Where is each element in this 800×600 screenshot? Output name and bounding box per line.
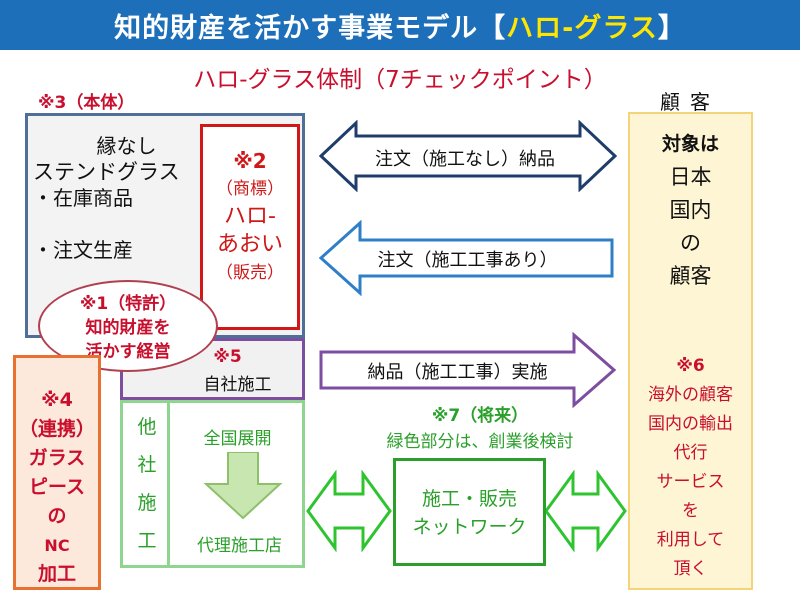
future-label: ※7（将来） [431, 406, 529, 426]
body-line [33, 211, 208, 237]
right-arrow-icon [319, 332, 617, 408]
coop-line: ※4 [41, 389, 73, 411]
customer-bottom-line: 利用して [656, 530, 725, 550]
body-line: ・注文生産 [33, 238, 133, 262]
customer-top-line: 顧客 [669, 264, 712, 288]
coop-line: ピース [28, 476, 86, 498]
customer-top-line: の [680, 231, 701, 255]
body-line: ステンドグラス [33, 160, 180, 184]
coop-line: の [47, 505, 67, 527]
page-title: 知的財産を活かす事業モデル【ハロ-グラス】 [0, 0, 800, 50]
customer-bottom-text: ※6 海外の顧客 国内の輸出 代行 サービス を 利用して 頂く [628, 352, 753, 584]
trademark-line: ※2 [233, 149, 267, 173]
agent-divider [167, 402, 170, 566]
customer-bottom-line: を [682, 501, 699, 521]
arrow-text-1: 注文（施工なし）納品 [375, 149, 555, 170]
other-company-char: 社 [137, 454, 157, 476]
other-company-char: 工 [137, 530, 157, 552]
title-main: 知的財産を活かす事業モデル【 [114, 12, 507, 44]
trademark-box: ※2 （商標） ハロ- あおい （販売） [200, 124, 300, 330]
trademark-line: あおい [216, 232, 283, 257]
future-note: ※7（将来） 緑色部分は、創業後検討 [335, 403, 625, 455]
coop-line: ガラス [28, 447, 86, 469]
customer-bottom-line: 代行 [673, 443, 708, 463]
patent-line: ※1（特許） [79, 294, 177, 314]
arrow-text-2: 注文（施工工事あり） [377, 250, 558, 271]
other-company-char: 他 [137, 416, 157, 438]
other-company-char: 施 [137, 492, 157, 514]
customer-bottom-line: ※6 [676, 356, 705, 376]
customer-top-line: 対象は [661, 133, 719, 155]
patent-line: 活かす経営 [85, 342, 171, 362]
patent-line: 知的財産を [85, 318, 171, 338]
title-highlight: ハロ-グラス [506, 12, 658, 44]
coop-line: （連携） [18, 418, 95, 440]
network-line: ネットワーク [412, 516, 527, 538]
customer-box [628, 112, 753, 590]
nationwide-text: 全国展開 [203, 429, 272, 449]
customer-bottom-line: サービス [656, 472, 725, 492]
other-company-text: 他 社 施 工 [132, 408, 162, 560]
body-label: ※3（本体） [38, 93, 135, 113]
cooperation-box: ※4 （連携） ガラス ピース の NC 加工 [13, 355, 101, 590]
green-double-arrow-left-icon [306, 470, 392, 552]
customer-top-line: 日本 [669, 165, 712, 189]
green-double-arrow-right-icon [544, 470, 627, 552]
left-arrow-icon [318, 220, 614, 296]
down-arrow-icon [203, 452, 283, 520]
body-line: 縁なし [96, 134, 157, 158]
customer-top-text: 対象は 日本 国内 の 顧客 [628, 128, 753, 293]
own-text: 自社施工 [203, 375, 272, 395]
network-box: 施工・販売 ネットワーク [393, 458, 546, 566]
own-label: ※5 [213, 347, 242, 367]
arrow-text-3: 納品（施工工事）実施 [367, 362, 548, 383]
customer-bottom-line: 海外の顧客 [648, 385, 733, 405]
body-text: 縁なし ステンドグラス ・在庫商品 ・注文生産 [33, 133, 208, 263]
body-line: ・在庫商品 [33, 186, 133, 210]
customer-top-line: 国内 [669, 198, 712, 222]
trademark-line: （商標） [216, 179, 284, 199]
network-line: 施工・販売 [421, 488, 517, 510]
trademark-line: （販売） [216, 263, 284, 283]
subtitle: ハロ-グラス体制（7チェックポイント） [193, 67, 607, 93]
customer-bottom-line: 国内の輸出 [648, 414, 733, 434]
customer-bottom-line: 頂く [673, 559, 708, 579]
future-text: 緑色部分は、創業後検討 [386, 432, 574, 452]
agent-text: 代理施工店 [197, 536, 282, 556]
coop-line: NC [44, 536, 70, 555]
title-end: 】 [657, 12, 686, 44]
customer-header: 顧客 [660, 90, 720, 114]
trademark-line: ハロ- [224, 204, 276, 229]
coop-line: 加工 [37, 563, 76, 585]
double-arrow-icon [318, 120, 618, 192]
